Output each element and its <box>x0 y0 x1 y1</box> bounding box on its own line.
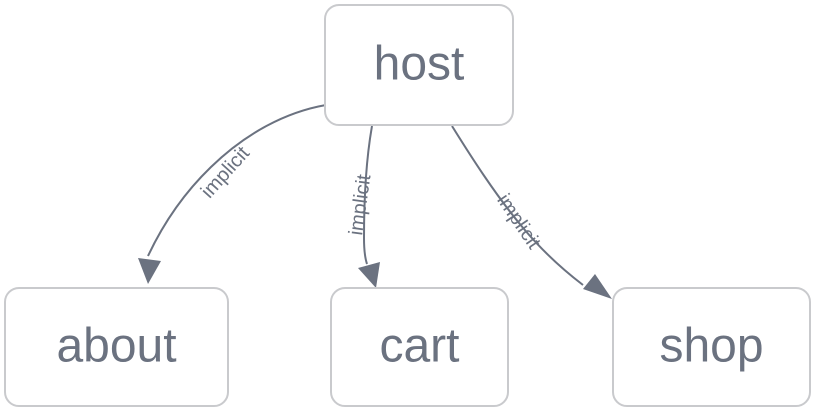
node-cart-label: cart <box>379 320 459 373</box>
node-shop-box <box>612 287 811 407</box>
edge-host-shop-arrowhead <box>583 274 612 299</box>
node-about[interactable]: about <box>4 287 229 407</box>
node-host-label: host <box>374 38 465 91</box>
node-shop[interactable]: shop <box>612 287 811 407</box>
edge-host-cart-label: implicit <box>345 173 375 237</box>
edge-host-about-arrowhead <box>138 258 161 284</box>
node-about-label: about <box>56 320 176 373</box>
edge-host-cart-path <box>362 125 373 265</box>
edge-host-about-path <box>147 104 327 257</box>
edge-host-shop-label: implicit <box>492 190 545 253</box>
edge-host-cart-arrowhead <box>358 262 380 288</box>
node-cart-box <box>330 287 509 407</box>
edge-host-cart[interactable]: implicit <box>345 125 380 288</box>
node-about-box <box>4 287 229 407</box>
edge-host-shop[interactable]: implicit <box>451 125 612 299</box>
node-host[interactable]: host <box>324 4 514 126</box>
node-host-box <box>324 4 514 126</box>
nodes-group: host about cart shop <box>4 4 811 407</box>
node-cart[interactable]: cart <box>330 287 509 407</box>
edge-host-about[interactable]: implicit <box>138 104 327 284</box>
edges-group: implicit implicit implicit <box>138 104 612 299</box>
node-shop-label: shop <box>659 320 763 373</box>
edge-host-shop-path <box>451 125 584 286</box>
